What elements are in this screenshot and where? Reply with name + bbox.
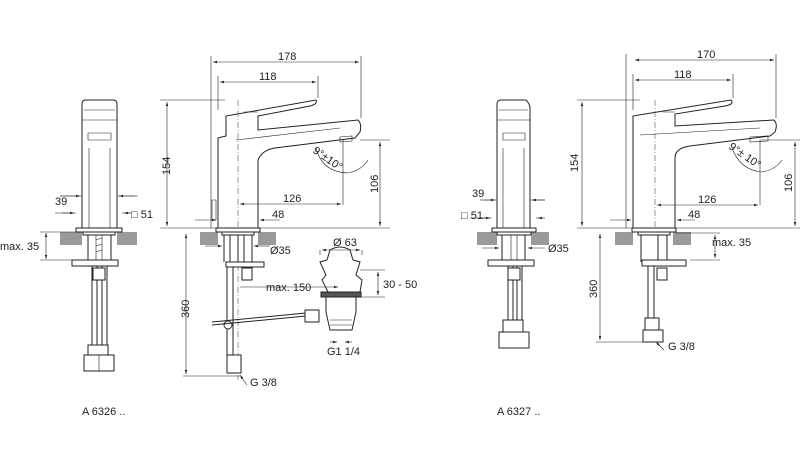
right-dim-126-label: 126 — [698, 194, 716, 206]
dim-48-label: 48 — [272, 209, 284, 221]
thread-g114-label: G1 1/4 — [327, 346, 360, 358]
right-dim-360-label: 360 — [588, 280, 600, 298]
dim-106-label: 106 — [369, 175, 381, 193]
dim-max-35-label: max. 35 — [0, 241, 39, 253]
right-dim-154-label: 154 — [569, 154, 581, 172]
right-thread-g38-label: G 3/8 — [668, 341, 695, 353]
model-code-a6326: A 6326 .. — [82, 406, 125, 418]
dim-39-label: 39 — [55, 196, 67, 208]
dim-118-label: 118 — [259, 71, 277, 83]
dim-max-150-label: max. 150 — [266, 282, 311, 294]
thread-g38-label: G 3/8 — [250, 377, 277, 389]
dim-126-label: 126 — [283, 193, 301, 205]
right-dim-square-51-label: □ 51 — [461, 210, 483, 222]
right-dim-diameter-35-label: Ø35 — [548, 243, 569, 255]
right-dim-170-label: 170 — [697, 49, 715, 61]
dim-178-label: 178 — [278, 51, 296, 63]
right-dim-39-label: 39 — [472, 188, 484, 200]
dim-360-label: 360 — [180, 300, 192, 318]
right-front-view: 170 118 154 106 126 48 9°± 10° max. 35 3… — [569, 49, 800, 353]
right-side-view: 39 □ 51 Ø35 A 6327 .. — [461, 99, 569, 418]
right-dim-106-label: 106 — [783, 174, 795, 192]
left-side-view: 39 □ 51 max. 35 — [0, 99, 153, 372]
dim-30-50-label: 30 - 50 — [383, 279, 417, 291]
right-dim-118-label: 118 — [674, 69, 692, 81]
right-dim-48-label: 48 — [688, 209, 700, 221]
dim-diameter-35-label: Ø35 — [270, 245, 291, 257]
dim-diameter-63-label: Ø 63 — [333, 237, 357, 249]
angle-label: 9°±10° — [310, 145, 344, 174]
model-code-a6327: A 6327 .. — [497, 406, 540, 418]
right-dim-max-35-label: max. 35 — [712, 237, 751, 249]
dim-154-label: 154 — [161, 157, 173, 175]
left-front-view: 178 118 154 106 126 48 9°±10° Ø35 360 G … — [82, 51, 417, 418]
right-angle-label: 9°± 10° — [726, 141, 763, 172]
dim-square-51-label: □ 51 — [131, 209, 153, 221]
